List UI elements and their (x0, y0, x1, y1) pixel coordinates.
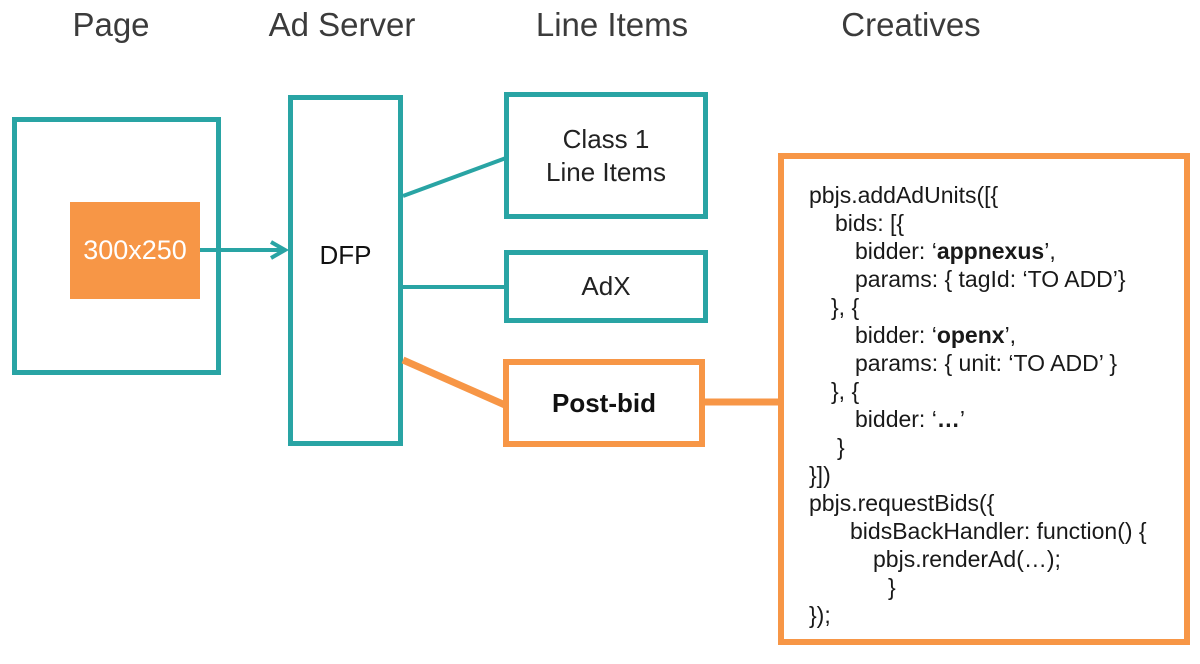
code-line: } (837, 434, 845, 460)
code-line: bidder: ‘appnexus’, (855, 238, 1056, 264)
dfp-box: DFP (288, 95, 403, 446)
column-header-page: Page (72, 6, 150, 43)
dfp-label: DFP (319, 240, 372, 270)
code-line: }, { (831, 294, 860, 320)
page-box: 300x250 (12, 117, 221, 375)
class1-label-line1: Class 1 (562, 123, 650, 154)
code-line: pbjs.addAdUnits([{ (809, 182, 999, 208)
ad-slot-box: 300x250 (70, 202, 200, 299)
adx-label: AdX (581, 271, 631, 301)
dfp-to-class1-connector (402, 156, 507, 198)
code-line: params: { unit: ‘TO ADD’ } (855, 350, 1118, 376)
creatives-code-box: pbjs.addAdUnits([{bids: [{bidder: ‘appne… (778, 153, 1190, 645)
class1-label-line2: Line Items (546, 156, 666, 187)
code-line: } (888, 574, 896, 600)
postbid-label: Post-bid (552, 387, 656, 418)
code-line: pbjs.renderAd(…); (873, 546, 1061, 572)
column-header-creatives: Creatives (841, 6, 981, 43)
code-line: params: { tagId: ‘TO ADD’} (855, 266, 1126, 292)
code-line: }]) (809, 462, 831, 488)
adx-box: AdX (504, 250, 708, 323)
code-line: }, { (831, 378, 860, 404)
column-header-line-items: Line Items (535, 6, 689, 43)
code-line: bidsBackHandler: function() { (850, 518, 1147, 544)
postbid-box: Post-bid (503, 359, 705, 447)
code-line: pbjs.requestBids({ (809, 490, 995, 516)
class1-line-items-box: Class 1 Line Items (504, 92, 708, 219)
code-line: bids: [{ (835, 210, 905, 236)
code-line: bidder: ‘…’ (855, 406, 965, 432)
slot-to-dfp-arrowhead-icon (270, 240, 290, 260)
dfp-to-postbid-connector (401, 356, 507, 409)
ad-slot-label: 300x250 (83, 235, 187, 265)
code-block: pbjs.addAdUnits([{bids: [{bidder: ‘appne… (809, 181, 1176, 629)
column-header-ad-server: Ad Server (268, 6, 416, 43)
code-line: bidder: ‘openx’, (855, 322, 1017, 348)
code-line: }); (809, 602, 831, 628)
